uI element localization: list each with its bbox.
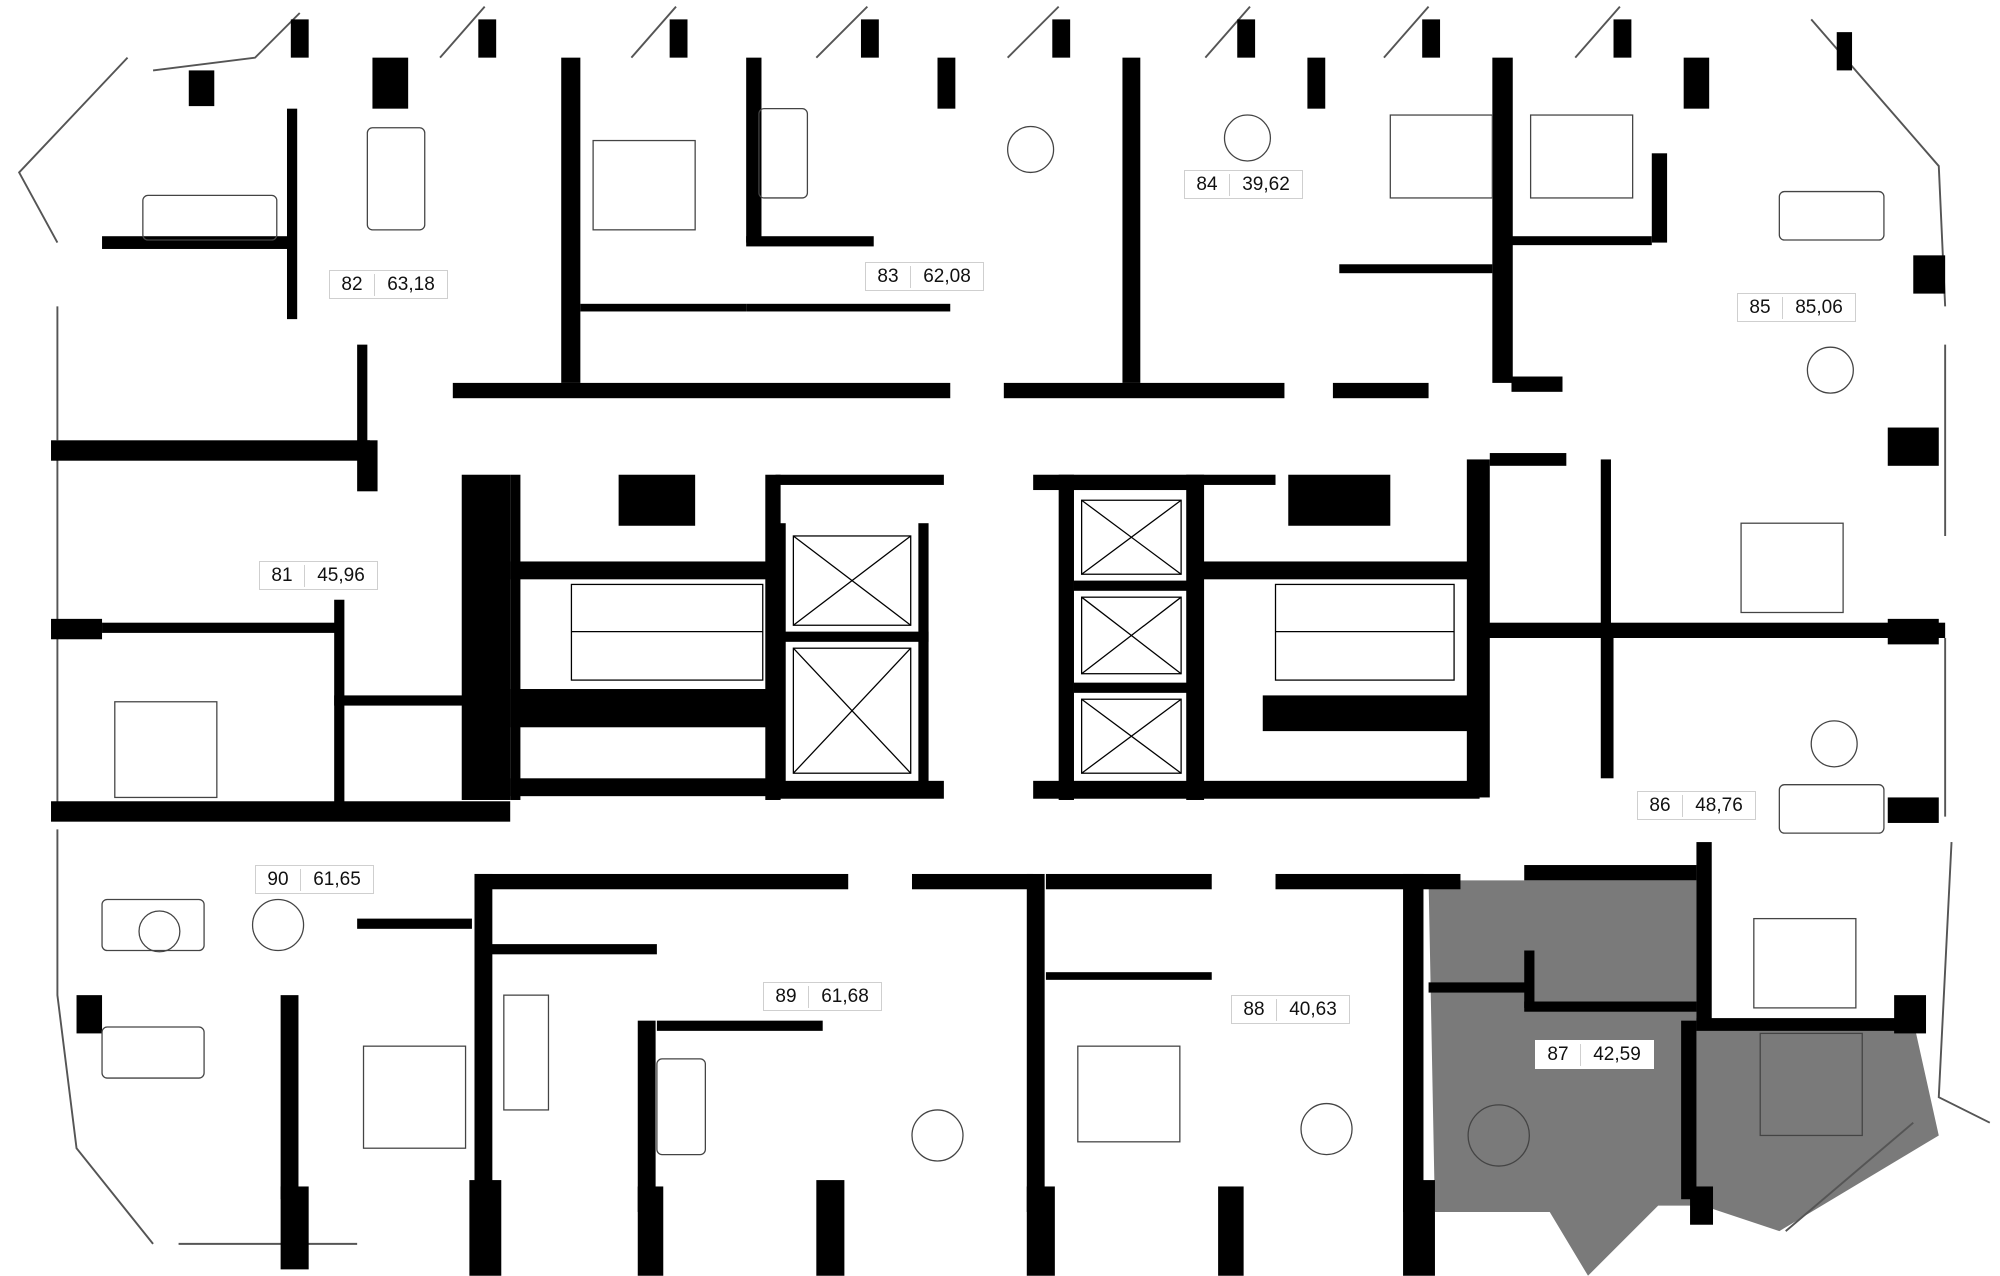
unit-number: 83 [866,265,911,288]
unit-label-88[interactable]: 88 40,63 [1231,995,1350,1024]
stairs [570,583,1455,681]
unit-number: 85 [1738,296,1783,319]
unit-label-89[interactable]: 89 61,68 [763,982,882,1011]
unit-area: 39,62 [1242,173,1290,195]
unit-area: 45,96 [317,564,365,586]
elevator-shafts [792,499,1182,774]
walls [51,19,1946,1276]
unit-label-84[interactable]: 84 39,62 [1184,170,1303,199]
unit-number: 89 [764,985,809,1008]
unit-number: 88 [1232,998,1277,1021]
unit-number: 90 [256,868,301,891]
unit-label-87[interactable]: 87 42,59 [1535,1040,1654,1069]
facade-glazing [17,5,1991,1245]
unit-number: 82 [330,273,375,296]
unit-label-83[interactable]: 83 62,08 [865,262,984,291]
unit-label-82[interactable]: 82 63,18 [329,270,448,299]
unit-label-85[interactable]: 85 85,06 [1737,293,1856,322]
unit-label-86[interactable]: 86 48,76 [1637,791,1756,820]
unit-area: 85,06 [1795,296,1843,318]
unit-number: 87 [1536,1043,1581,1066]
unit-number: 84 [1185,173,1230,196]
furniture [101,108,1885,1167]
unit-area: 63,18 [387,273,435,295]
unit-area: 42,59 [1593,1043,1641,1065]
unit-area: 61,68 [821,985,869,1007]
unit-number: 86 [1638,794,1683,817]
unit-number: 81 [260,564,305,587]
unit-label-90[interactable]: 90 61,65 [255,865,374,894]
unit-area: 62,08 [923,265,971,287]
unit-area: 48,76 [1695,794,1743,816]
unit-label-81[interactable]: 81 45,96 [259,561,378,590]
unit-area: 61,65 [313,868,361,890]
unit-area: 40,63 [1289,998,1337,1020]
